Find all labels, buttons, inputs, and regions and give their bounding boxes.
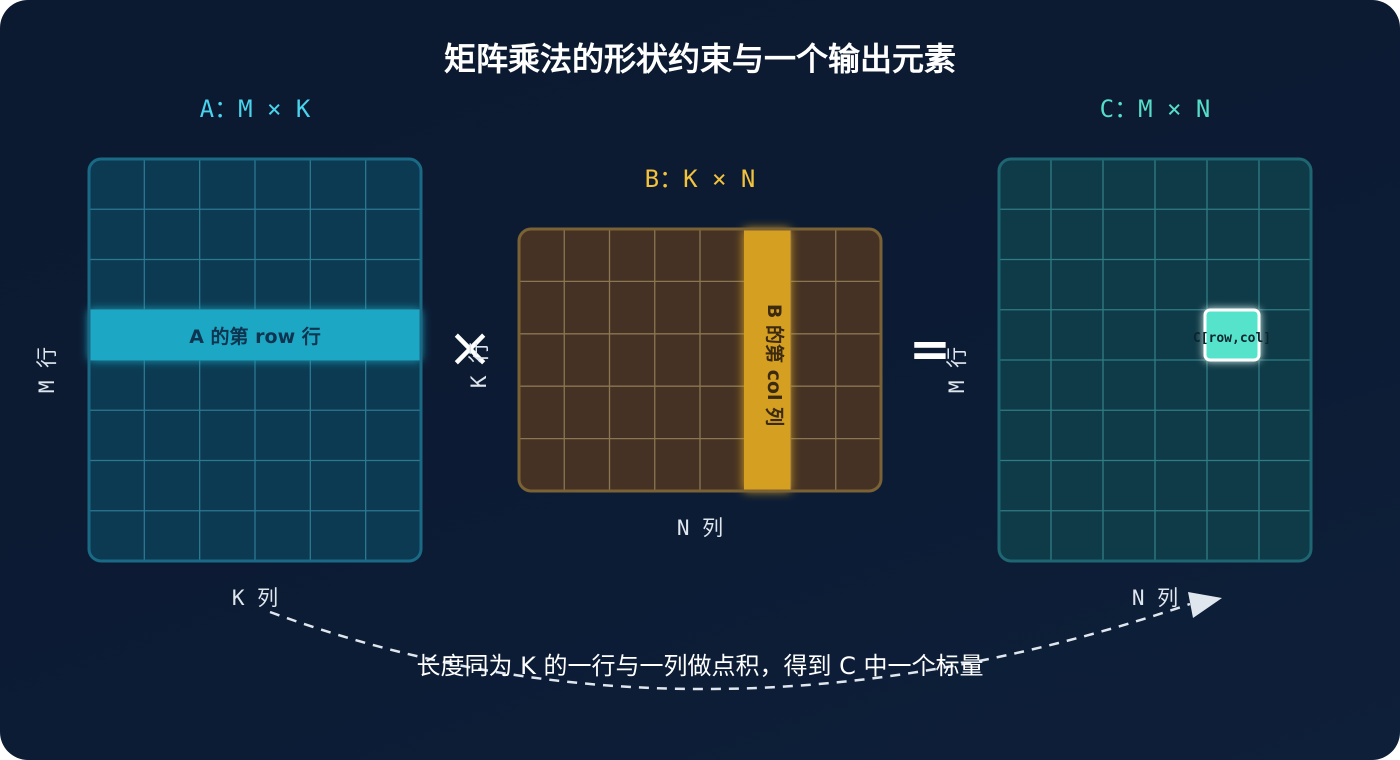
matrix-c-row-label: M 行 xyxy=(945,347,969,393)
matrix-a: A：M × K A 的第 row 行 M 行 K 列 xyxy=(35,95,423,610)
matrix-b-highlight-label: B 的第 col 列 xyxy=(763,304,786,426)
matrix-b-row-label: K 行 xyxy=(467,342,491,388)
matrix-b-label: B：K × N xyxy=(645,165,756,193)
matrix-b-border xyxy=(517,227,883,493)
matrix-c-highlight-cell xyxy=(1203,308,1261,362)
diagram-caption: 长度同为 K 的一行与一列做点积，得到 C 中一个标量 xyxy=(416,652,983,680)
diagram-title: 矩阵乘法的形状约束与一个输出元素 xyxy=(444,40,956,78)
matrix-c-grid xyxy=(999,159,1311,561)
matrix-b: B：K × N B 的第 col 列 K 行 N 列 xyxy=(467,165,883,540)
matrix-c-col-label: N 列 xyxy=(1132,586,1178,610)
multiply-operator: × xyxy=(447,316,492,379)
matrix-a-label: A：M × K xyxy=(200,95,311,123)
dot-product-arrow xyxy=(269,602,1191,691)
matrix-c: C：M × N C[row,col] M 行 N 列 xyxy=(945,95,1313,610)
matrix-a-row-label: M 行 xyxy=(35,347,59,393)
matrix-a-border xyxy=(87,157,423,563)
matrix-b-highlight-col xyxy=(744,229,790,491)
matrix-c-label: C：M × N xyxy=(1100,95,1211,123)
matrix-a-highlight-label: A 的第 row 行 xyxy=(189,325,321,348)
matrix-c-border xyxy=(997,157,1313,563)
matrix-b-grid xyxy=(519,229,881,491)
matrix-a-highlight-row xyxy=(89,310,421,360)
matrix-b-col-label: N 列 xyxy=(677,516,723,540)
equals-operator: = xyxy=(909,320,951,378)
arrow-head-icon xyxy=(1188,592,1222,618)
matrix-c-cell-label: C[row,col] xyxy=(1193,331,1271,346)
matrix-a-col-label: K 列 xyxy=(232,586,278,610)
